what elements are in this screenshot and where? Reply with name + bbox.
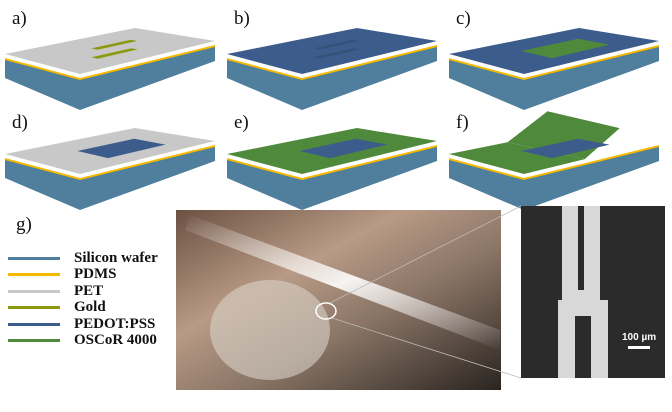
zoom-line-bottom <box>331 317 522 379</box>
panel-label-e: e) <box>234 112 249 133</box>
edge-gap <box>5 141 215 178</box>
edge-gap <box>5 41 215 78</box>
top-layer <box>5 28 215 74</box>
gold-strip <box>313 39 360 50</box>
gold-strip <box>313 48 360 59</box>
pedot-square <box>77 138 166 159</box>
legend-swatch <box>8 256 60 260</box>
scale-bar <box>628 346 650 349</box>
legend-label: Gold <box>74 299 106 316</box>
legend-item: PET <box>8 283 158 300</box>
oscor-square <box>521 38 610 59</box>
panel-label-f: f) <box>456 112 469 133</box>
top-layer <box>449 142 585 174</box>
legend-label: Silicon wafer <box>74 249 158 266</box>
legend-swatch <box>8 339 60 343</box>
top-layer <box>227 28 437 74</box>
gold-strip <box>91 39 138 50</box>
legend-item: Gold <box>8 299 158 317</box>
legend-swatch <box>8 322 60 326</box>
silicon-wafer-layer <box>5 45 215 110</box>
panel-label-a: a) <box>12 8 27 29</box>
legend-item: PEDOT:PSS <box>8 316 158 333</box>
electrode-trace <box>558 206 608 378</box>
silicon-wafer-layer <box>227 145 437 210</box>
silicon-wafer-layer <box>449 45 659 110</box>
pedot-square <box>521 138 610 159</box>
panel-label-d: d) <box>12 112 28 133</box>
legend-item: Silicon wafer <box>8 250 158 267</box>
zoom-line-top <box>329 205 522 304</box>
edge-gap <box>449 141 659 178</box>
legend-swatch <box>8 289 60 293</box>
legend-label: PEDOT:PSS <box>74 315 156 332</box>
panel-label-g: g) <box>16 214 32 235</box>
legend-item: OSCoR 4000 <box>8 332 158 350</box>
legend-swatch <box>8 273 60 277</box>
legend-label: OSCoR 4000 <box>74 332 157 349</box>
legend-label: PDMS <box>74 266 117 283</box>
legend-label: PET <box>74 282 104 299</box>
silicon-wafer-layer <box>227 45 437 110</box>
pedot-square <box>299 138 388 159</box>
panel-label-b: b) <box>234 8 250 29</box>
silicon-wafer-layer <box>449 145 659 210</box>
panel-label-c: c) <box>456 8 471 29</box>
silicon-wafer-layer <box>5 145 215 210</box>
legend-swatch <box>8 306 60 310</box>
legend-item: PDMS <box>8 266 158 284</box>
photo-glare <box>185 215 500 350</box>
edge-gap <box>227 41 437 78</box>
zoom-circle <box>315 302 337 320</box>
edge-gap <box>227 141 437 178</box>
scale-bar-label: 100 µm <box>622 332 657 343</box>
gold-strip <box>91 48 138 59</box>
edge-gap <box>449 41 659 78</box>
glove-hand <box>210 280 330 380</box>
